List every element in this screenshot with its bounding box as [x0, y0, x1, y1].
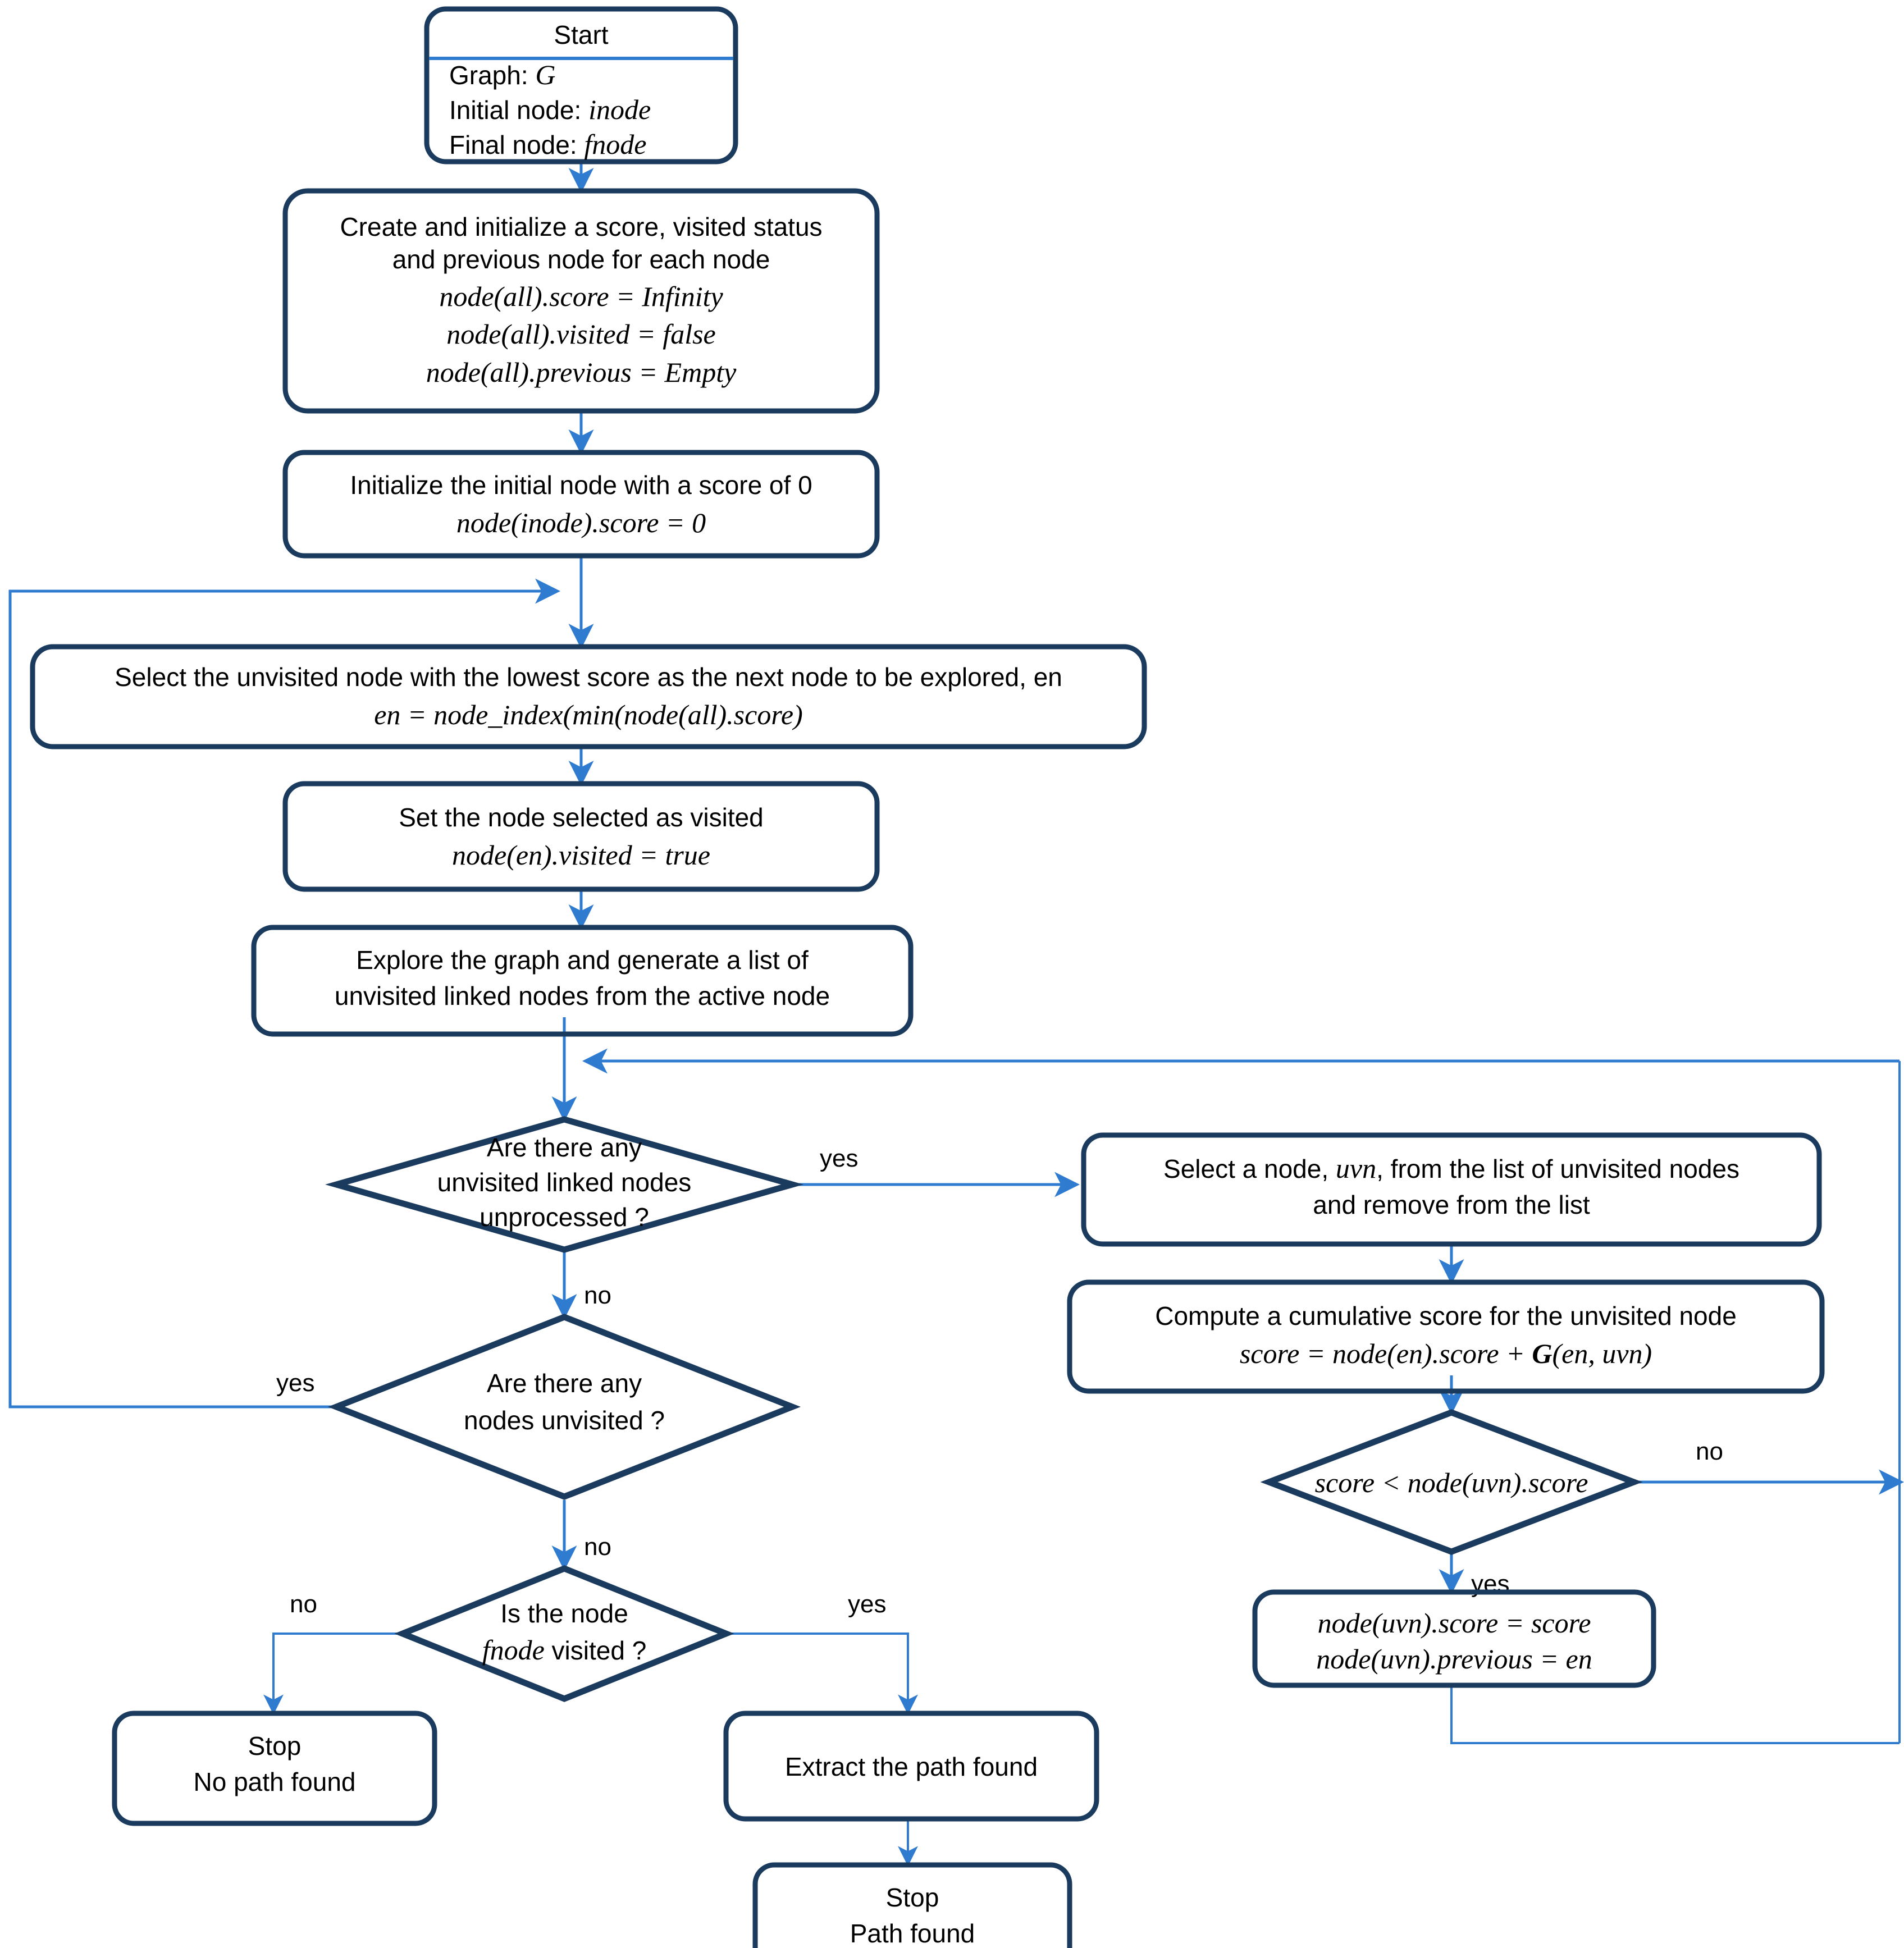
decision3-line-1: Is the node [500, 1599, 628, 1628]
explore-line-2: unvisited linked nodes from the active n… [335, 981, 830, 1010]
edge-decision3-no [263, 1633, 403, 1715]
select-uvn-line-2: and remove from the list [1313, 1190, 1590, 1219]
update-uvn-line-2: node(uvn).previous = en [1316, 1643, 1592, 1675]
start-header: Start [554, 20, 608, 49]
node-decision-score: score < node(uvn).score [1260, 1409, 1643, 1555]
node-compute-score: Compute a cumulative score for the unvis… [1067, 1279, 1825, 1394]
node-set-visited: Set the node selected as visited node(en… [282, 781, 880, 892]
node-explore: Explore the graph and generate a list of… [251, 925, 914, 1037]
edge-update-to-rail [1450, 1684, 1900, 1744]
node-decision-unvisited: Are there any nodes unvisited ? [327, 1314, 801, 1500]
select-lowest-line-2: en = node_index(min(node(all).score) [374, 699, 803, 730]
init-all-line-1: Create and initialize a score, visited s… [340, 212, 822, 241]
node-update-uvn: node(uvn).score = score node(uvn).previo… [1252, 1589, 1656, 1688]
edge-loop-back-left [8, 578, 560, 1409]
label-decision2-yes: yes [276, 1369, 314, 1397]
decision3-line-2: fnode visited ? [482, 1634, 647, 1666]
label-decision4-no: no [1696, 1438, 1723, 1465]
node-extract-path: Extract the path found [723, 1711, 1099, 1822]
init-all-line-2: and previous node for each node [392, 245, 770, 274]
node-select-lowest: Select the unvisited node with the lowes… [30, 644, 1147, 749]
node-init-inode: Initialize the initial node with a score… [282, 450, 880, 559]
init-all-line-4: node(all).visited = false [446, 318, 715, 350]
label-decision1-no: no [584, 1282, 611, 1309]
extract-path-line-1: Extract the path found [785, 1752, 1038, 1781]
label-decision1-yes: yes [820, 1145, 858, 1172]
compute-score-line-1: Compute a cumulative score for the unvis… [1155, 1301, 1737, 1330]
decision4-line-1: score < node(uvn).score [1315, 1467, 1588, 1498]
compute-score-line-2: score = node(en).score + G(en, uvn) [1240, 1338, 1652, 1369]
stop-path-found-line-1: Stop [886, 1883, 939, 1912]
label-decision2-no: no [584, 1533, 611, 1561]
stop-path-found-line-2: Path found [850, 1919, 975, 1948]
label-decision3-no: no [290, 1590, 317, 1618]
init-inode-line-2: node(inode).score = 0 [456, 507, 706, 538]
node-decision-fnode: Is the node fnode visited ? [394, 1565, 734, 1702]
node-stop-path-found: Stop Path found [752, 1862, 1072, 1948]
start-line-2: Initial node: inode [449, 94, 651, 125]
decision1-line-1: Are there any [487, 1133, 642, 1162]
connectors [8, 162, 1904, 1867]
edge-decision3-yes [726, 1633, 918, 1715]
node-stop-no-path: Stop No path found [112, 1711, 437, 1826]
select-lowest-line-1: Select the unvisited node with the lowes… [115, 662, 1062, 692]
node-start: Start Graph: G Initial node: inode Final… [424, 6, 738, 164]
set-visited-line-1: Set the node selected as visited [399, 803, 764, 832]
node-select-uvn: Select a node, uvn, from the list of unv… [1081, 1132, 1822, 1247]
decision1-line-2: unvisited linked nodes [437, 1168, 692, 1197]
stop-no-path-line-2: No path found [193, 1767, 355, 1796]
set-visited-line-2: node(en).visited = true [452, 839, 710, 871]
stop-no-path-line-1: Stop [248, 1731, 302, 1760]
start-line-1: Graph: G [449, 59, 556, 90]
label-decision3-yes: yes [848, 1590, 886, 1618]
node-decision-unprocessed: Are there any unvisited linked nodes unp… [325, 1116, 804, 1253]
decision2-line-1: Are there any [487, 1369, 642, 1398]
init-all-line-3: node(all).score = Infinity [439, 281, 723, 312]
start-line-3: Final node: fnode [449, 129, 646, 160]
update-uvn-line-1: node(uvn).score = score [1318, 1607, 1591, 1639]
init-inode-line-1: Initialize the initial node with a score… [350, 470, 812, 500]
init-all-line-5: node(all).previous = Empty [426, 356, 737, 388]
select-uvn-line-1: Select a node, uvn, from the list of unv… [1163, 1153, 1739, 1184]
decision2-line-2: nodes unvisited ? [464, 1406, 665, 1435]
explore-line-1: Explore the graph and generate a list of [356, 945, 809, 975]
node-init-all: Create and initialize a score, visited s… [282, 188, 880, 414]
decision1-line-3: unprocessed ? [480, 1202, 649, 1232]
